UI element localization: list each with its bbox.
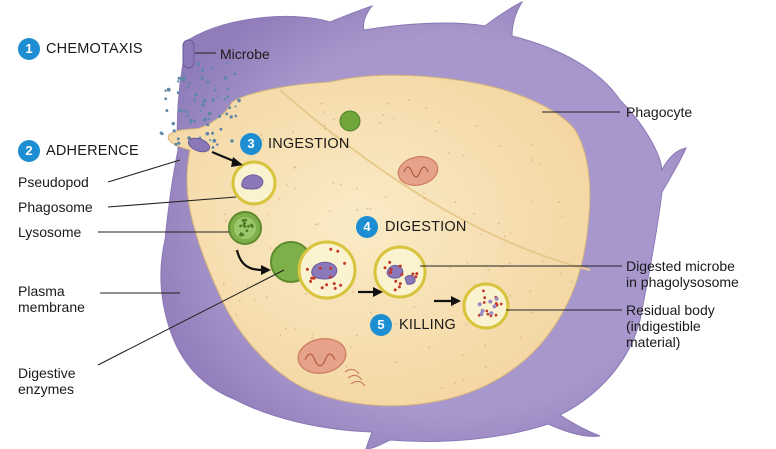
adhering-microbe [187,137,211,153]
microbe-label: Microbe [220,46,270,62]
phagocyte-label: Phagocyte [626,104,693,120]
step-4-badge: 4 [356,216,378,238]
step-killing-label: KILLING [399,317,457,333]
step-5-badge: 5 [370,314,392,336]
residual-body-label: Residual body (indigestible material) [626,302,715,350]
green-granule [339,110,361,132]
chemotaxis-particle-cloud [159,62,241,149]
pseudopod-label: Pseudopod [18,174,89,190]
step-2-badge: 2 [18,140,40,162]
phagosome-label: Phagosome [18,199,93,215]
golgi-fragment [344,368,366,387]
mitochondrion-upper [397,156,439,186]
plasma-membrane-label: Plasma membrane [18,283,85,315]
digested-microbe-label: Digested microbe in phagolysosome [626,258,739,290]
step-adherence-label: ADHERENCE [46,143,139,159]
arrowheads [231,157,461,306]
residual-body [462,282,510,330]
process-arrows [211,150,452,303]
lysosome-label: Lysosome [18,224,82,240]
step-digestion-label: DIGESTION [385,219,467,235]
lysosome [228,211,262,245]
free-microbe [182,39,195,69]
phagosome [231,160,277,206]
phagolysosome-digesting [373,245,427,299]
cytoplasm-fold [279,89,591,271]
leader-lines [97,52,622,366]
step-3-badge: 3 [240,133,262,155]
step-chemotaxis-label: CHEMOTAXIS [46,41,143,57]
mitochondrion-lower [297,338,347,374]
step-ingestion-label: INGESTION [268,136,350,152]
fusing-phagolysosome [270,240,357,300]
digestive-enzymes-label: Digestive enzymes [18,365,76,397]
step-1-badge: 1 [18,38,40,60]
